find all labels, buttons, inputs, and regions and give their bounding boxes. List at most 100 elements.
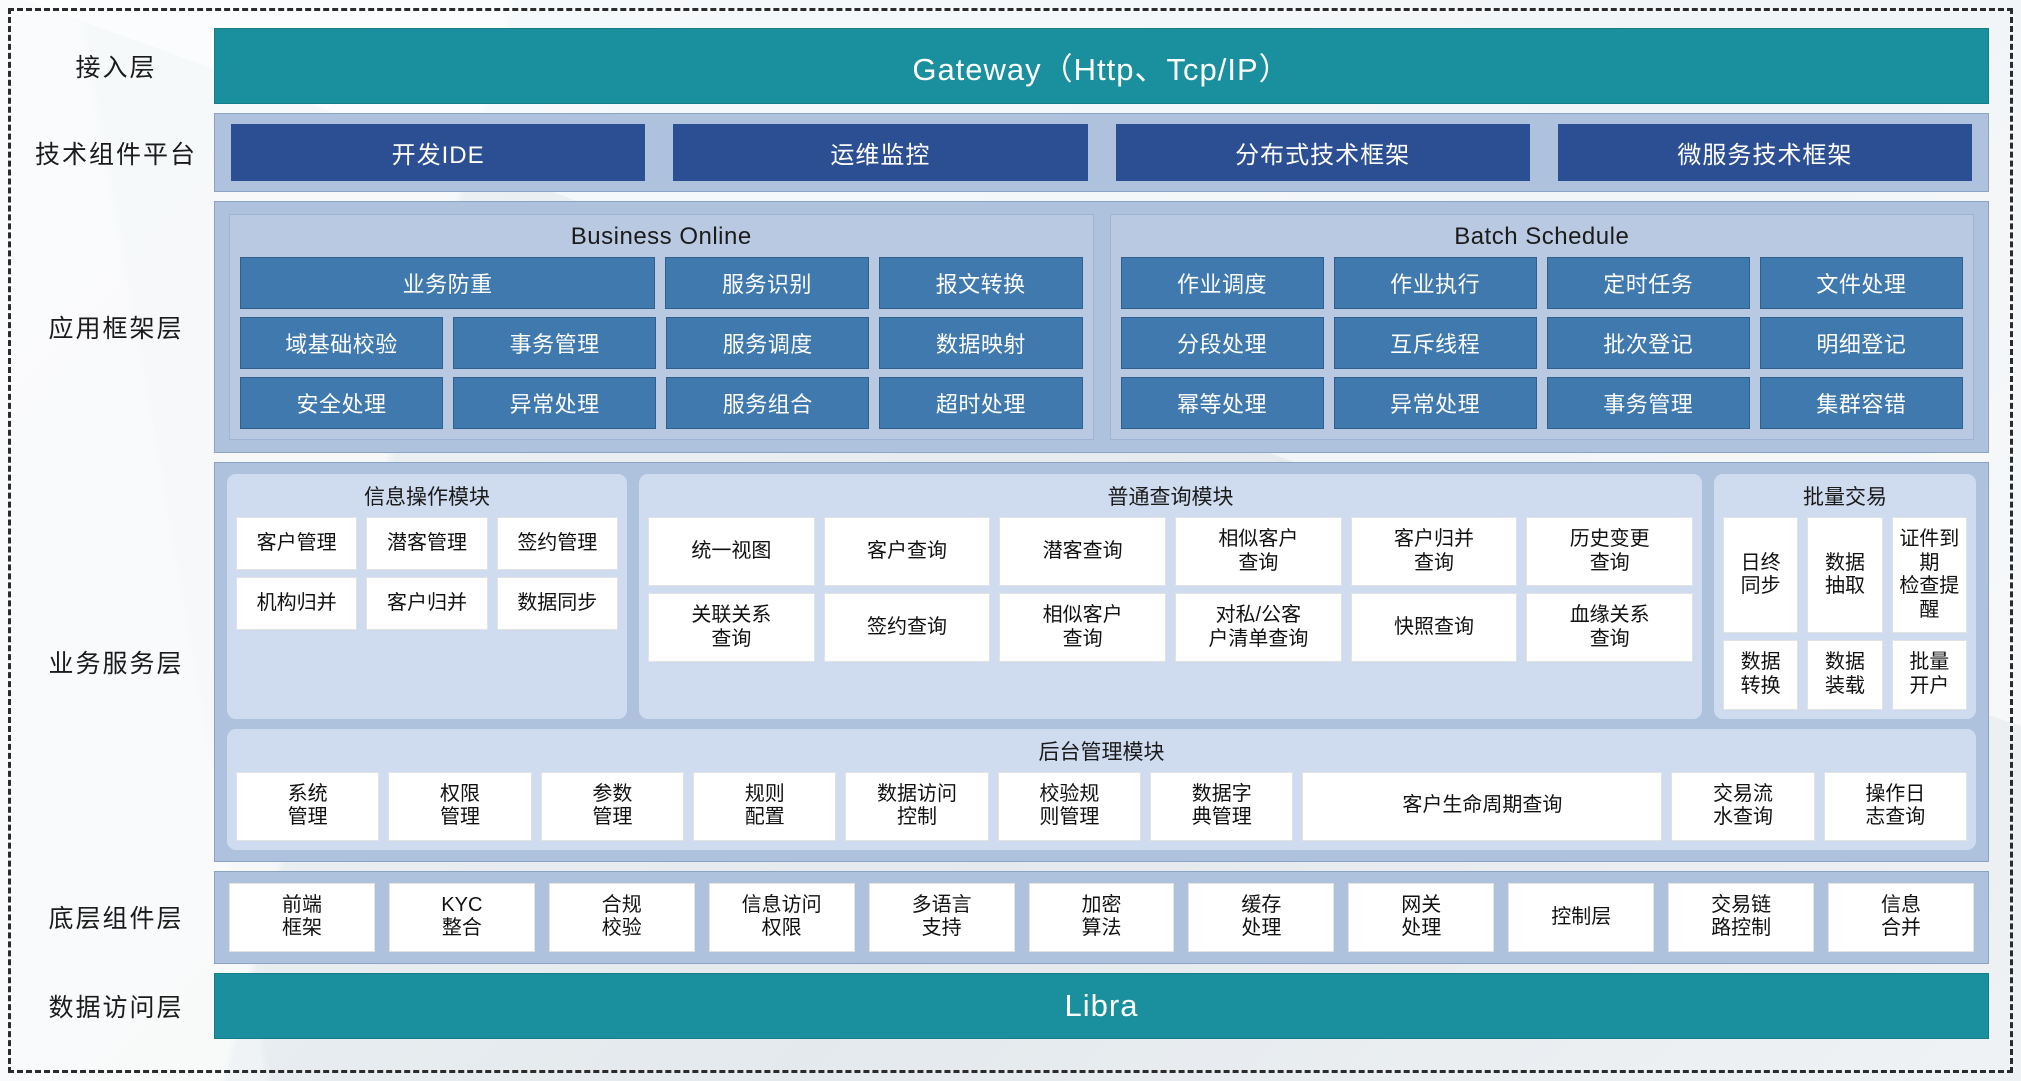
app-group-business-online: Business Online 业务防重 服务识别 报文转换 域基础校验 事务管… <box>229 214 1094 440</box>
cell-certificate-expiry-reminder[interactable]: 证件到期 检查提醒 <box>1891 517 1967 634</box>
app-cell-security-processing[interactable]: 安全处理 <box>240 377 444 429</box>
cell-batch-account-open[interactable]: 批量 开户 <box>1891 640 1967 710</box>
cell-transaction-link-control[interactable]: 交易链 路控制 <box>1668 882 1815 952</box>
cell-customer-mgmt[interactable]: 客户管理 <box>236 517 358 570</box>
cell-similar-customer-query[interactable]: 相似客户 查询 <box>1175 517 1342 587</box>
module-rowline: 客户管理 潜客管理 签约管理 <box>236 517 618 570</box>
cell-parameter-mgmt[interactable]: 参数 管理 <box>540 771 685 841</box>
app-cell-exception-processing[interactable]: 异常处理 <box>453 377 657 429</box>
row-access-layer: 接入层 Gateway（Http、Tcp/IP） <box>18 28 1989 104</box>
cell-multilanguage-support[interactable]: 多语言 支持 <box>868 882 1015 952</box>
row-business-service: 业务服务层 信息操作模块 客户管理 潜客管理 签约管理 <box>18 462 1989 862</box>
cell-validation-rule-mgmt[interactable]: 校验规 则管理 <box>997 771 1142 841</box>
app-cell-service-identify[interactable]: 服务识别 <box>665 257 869 309</box>
tech-chip-ops-monitor[interactable]: 运维监控 <box>673 124 1088 181</box>
cell-operation-log-query[interactable]: 操作日 志查询 <box>1823 771 1967 841</box>
app-cell-timed-task[interactable]: 定时任务 <box>1546 257 1750 309</box>
app-cell-job-schedule[interactable]: 作业调度 <box>1120 257 1324 309</box>
cell-gateway-processing[interactable]: 网关 处理 <box>1348 882 1495 952</box>
cell-prospect-query[interactable]: 潜客查询 <box>999 517 1167 587</box>
cell-data-transform[interactable]: 数据 转换 <box>1723 640 1799 710</box>
app-cell-batch-transaction-mgmt[interactable]: 事务管理 <box>1546 377 1750 429</box>
app-cell-batch-exception-processing[interactable]: 异常处理 <box>1333 377 1537 429</box>
app-cell-service-schedule[interactable]: 服务调度 <box>666 317 870 369</box>
module-common-query: 普通查询模块 统一视图 客户查询 潜客查询 相似客户 查询 客户归并 查询 历史… <box>639 474 1702 719</box>
cell-contract-mgmt[interactable]: 签约管理 <box>496 517 618 570</box>
app-rowline: 业务防重 服务识别 报文转换 <box>240 257 1083 309</box>
cell-data-sync[interactable]: 数据同步 <box>496 577 618 630</box>
row-app-framework: 应用框架层 Business Online 业务防重 服务识别 报文转换 <box>18 201 1989 453</box>
module-rows-backend-admin: 系统 管理 权限 管理 参数 管理 规则 配置 数据访问 控制 校验规 则管理 … <box>236 771 1967 841</box>
cell-frontend-framework[interactable]: 前端 框架 <box>229 882 375 952</box>
cell-permission-mgmt[interactable]: 权限 管理 <box>388 771 532 841</box>
cell-rule-config[interactable]: 规则 配置 <box>693 771 837 841</box>
app-cell-job-execute[interactable]: 作业执行 <box>1333 257 1537 309</box>
tech-chip-distributed-framework[interactable]: 分布式技术框架 <box>1115 124 1530 181</box>
app-rowline: 作业调度 作业执行 定时任务 文件处理 <box>1120 257 1963 309</box>
module-rowline: 机构归并 客户归并 数据同步 <box>236 577 618 630</box>
row-tech-platform: 技术组件平台 开发IDE 运维监控 分布式技术框架 微服务技术框架 <box>18 113 1989 192</box>
cell-customer-merge[interactable]: 客户归并 <box>366 577 488 630</box>
row-label-data: 数据访问层 <box>48 993 184 1022</box>
app-cell-message-convert[interactable]: 报文转换 <box>878 257 1083 309</box>
cell-org-merge[interactable]: 机构归并 <box>236 577 358 630</box>
cell-prospect-mgmt[interactable]: 潜客管理 <box>366 517 488 570</box>
cell-control-layer[interactable]: 控制层 <box>1508 882 1655 952</box>
cell-compliance-validation[interactable]: 合规 校验 <box>548 882 695 952</box>
module-info-operation: 信息操作模块 客户管理 潜客管理 签约管理 机构归并 客户归并 <box>227 474 627 719</box>
row-label-access: 接入层 <box>75 54 157 82</box>
cell-encryption-algorithm[interactable]: 加密 算法 <box>1028 882 1175 952</box>
app-cell-mutex-thread[interactable]: 互斥线程 <box>1333 317 1537 369</box>
cell-relationship-query[interactable]: 关联关系 查询 <box>648 593 815 663</box>
app-cell-detail-registration[interactable]: 明细登记 <box>1759 317 1963 369</box>
tech-chip-microservice-framework[interactable]: 微服务技术框架 <box>1557 124 1972 181</box>
libra-bar[interactable]: Libra <box>214 972 1989 1039</box>
app-cell-service-composition[interactable]: 服务组合 <box>666 377 870 429</box>
layer-stack: 接入层 Gateway（Http、Tcp/IP） 技术组件平台 开发IDE 运维… <box>18 18 2003 1063</box>
app-cell-file-processing[interactable]: 文件处理 <box>1759 257 1963 309</box>
app-cell-idempotent-processing[interactable]: 幂等处理 <box>1120 377 1324 429</box>
cell-data-extract[interactable]: 数据 抽取 <box>1807 517 1883 634</box>
cell-history-change-query[interactable]: 历史变更 查询 <box>1526 517 1694 587</box>
module-rows-info-operation: 客户管理 潜客管理 签约管理 机构归并 客户归并 数据同步 <box>236 517 618 630</box>
cell-transaction-flow-query[interactable]: 交易流 水查询 <box>1671 771 1815 841</box>
biz-band: 信息操作模块 客户管理 潜客管理 签约管理 机构归并 客户归并 <box>214 462 1989 862</box>
row-body-access: Gateway（Http、Tcp/IP） <box>214 28 1989 104</box>
cell-snapshot-query[interactable]: 快照查询 <box>1350 593 1518 663</box>
app-cell-transaction-mgmt[interactable]: 事务管理 <box>453 317 657 369</box>
app-group-batch-schedule: Batch Schedule 作业调度 作业执行 定时任务 文件处理 分段处理 … <box>1109 214 1974 440</box>
row-data-access: 数据访问层 Libra <box>18 972 1989 1039</box>
cell-info-access-permission[interactable]: 信息访问 权限 <box>708 882 855 952</box>
app-cell-business-dedup[interactable]: 业务防重 <box>240 257 656 309</box>
app-cell-segment-processing[interactable]: 分段处理 <box>1120 317 1324 369</box>
app-cell-cluster-fault-tolerance[interactable]: 集群容错 <box>1759 377 1963 429</box>
app-cell-timeout-processing[interactable]: 超时处理 <box>879 377 1083 429</box>
cell-customer-lifecycle-query[interactable]: 客户生命周期查询 <box>1302 771 1663 841</box>
cell-customer-merge-query[interactable]: 客户归并 查询 <box>1350 517 1518 587</box>
cell-kyc-integration[interactable]: KYC 整合 <box>388 882 535 952</box>
gateway-bar[interactable]: Gateway（Http、Tcp/IP） <box>214 28 1989 104</box>
app-rowline: 安全处理 异常处理 服务组合 超时处理 <box>240 377 1083 429</box>
cell-system-mgmt[interactable]: 系统 管理 <box>236 771 380 841</box>
row-component-layer: 底层组件层 前端 框架 KYC 整合 合规 校验 信息访问 权限 多语言 支持 … <box>18 870 1989 964</box>
cell-eod-sync[interactable]: 日终 同步 <box>1723 517 1799 634</box>
cell-customer-query[interactable]: 客户查询 <box>823 517 991 587</box>
cell-data-load[interactable]: 数据 装载 <box>1807 640 1883 710</box>
cell-info-merge[interactable]: 信息 合并 <box>1828 882 1974 952</box>
app-rowline: 幂等处理 异常处理 事务管理 集群容错 <box>1120 377 1963 429</box>
cell-private-public-customer-list-query[interactable]: 对私/公客 户清单查询 <box>1175 593 1342 663</box>
app-cell-domain-validation[interactable]: 域基础校验 <box>240 317 444 369</box>
cell-similar-customer-query-2[interactable]: 相似客户 查询 <box>999 593 1167 663</box>
cell-lineage-query[interactable]: 血缘关系 查询 <box>1526 593 1694 663</box>
app-group-title-business-online: Business Online <box>570 223 752 250</box>
app-group-title-batch-schedule: Batch Schedule <box>1454 223 1630 250</box>
app-cell-batch-registration[interactable]: 批次登记 <box>1546 317 1750 369</box>
tech-chip-ide[interactable]: 开发IDE <box>231 124 646 181</box>
cell-cache-processing[interactable]: 缓存 处理 <box>1188 882 1335 952</box>
cell-unified-view[interactable]: 统一视图 <box>648 517 815 587</box>
app-cell-data-mapping[interactable]: 数据映射 <box>879 317 1083 369</box>
cell-data-access-control[interactable]: 数据访问 控制 <box>845 771 989 841</box>
cell-contract-query[interactable]: 签约查询 <box>823 593 991 663</box>
cell-data-dictionary-mgmt[interactable]: 数据字 典管理 <box>1150 771 1294 841</box>
module-title-common-query: 普通查询模块 <box>1107 486 1234 509</box>
